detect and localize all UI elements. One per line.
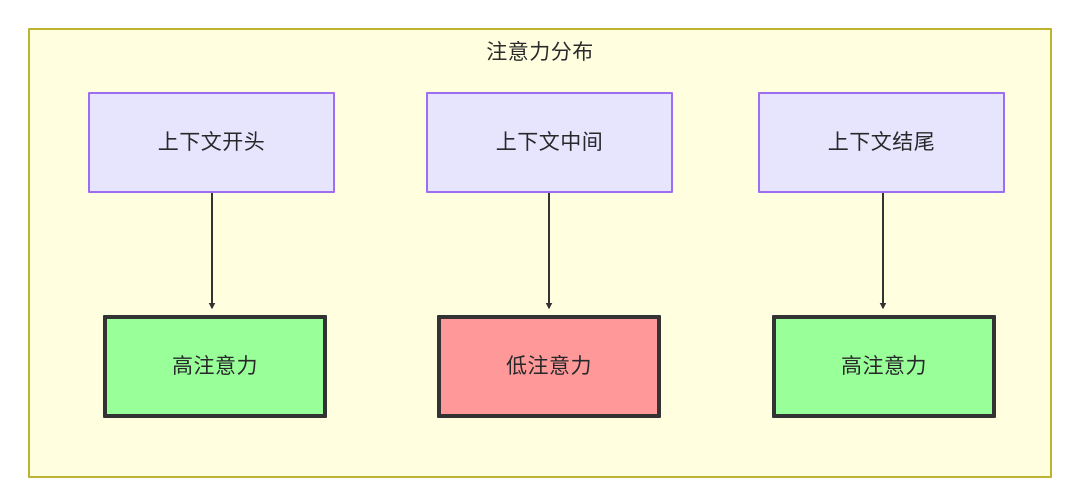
node-high-attention-end[interactable]: 高注意力 (772, 315, 996, 418)
node-context-start[interactable]: 上下文开头 (88, 92, 335, 193)
node-label: 低注意力 (506, 354, 592, 378)
node-label: 高注意力 (841, 354, 927, 378)
node-high-attention-start[interactable]: 高注意力 (103, 315, 327, 418)
node-label: 上下文开头 (157, 130, 266, 154)
node-label: 上下文结尾 (827, 130, 936, 154)
node-label: 高注意力 (172, 354, 258, 378)
subgraph-title: 注意力分布 (486, 41, 594, 64)
node-label: 上下文中间 (495, 130, 604, 154)
node-context-middle[interactable]: 上下文中间 (426, 92, 673, 193)
node-context-end[interactable]: 上下文结尾 (758, 92, 1005, 193)
node-low-attention-middle[interactable]: 低注意力 (437, 315, 661, 418)
